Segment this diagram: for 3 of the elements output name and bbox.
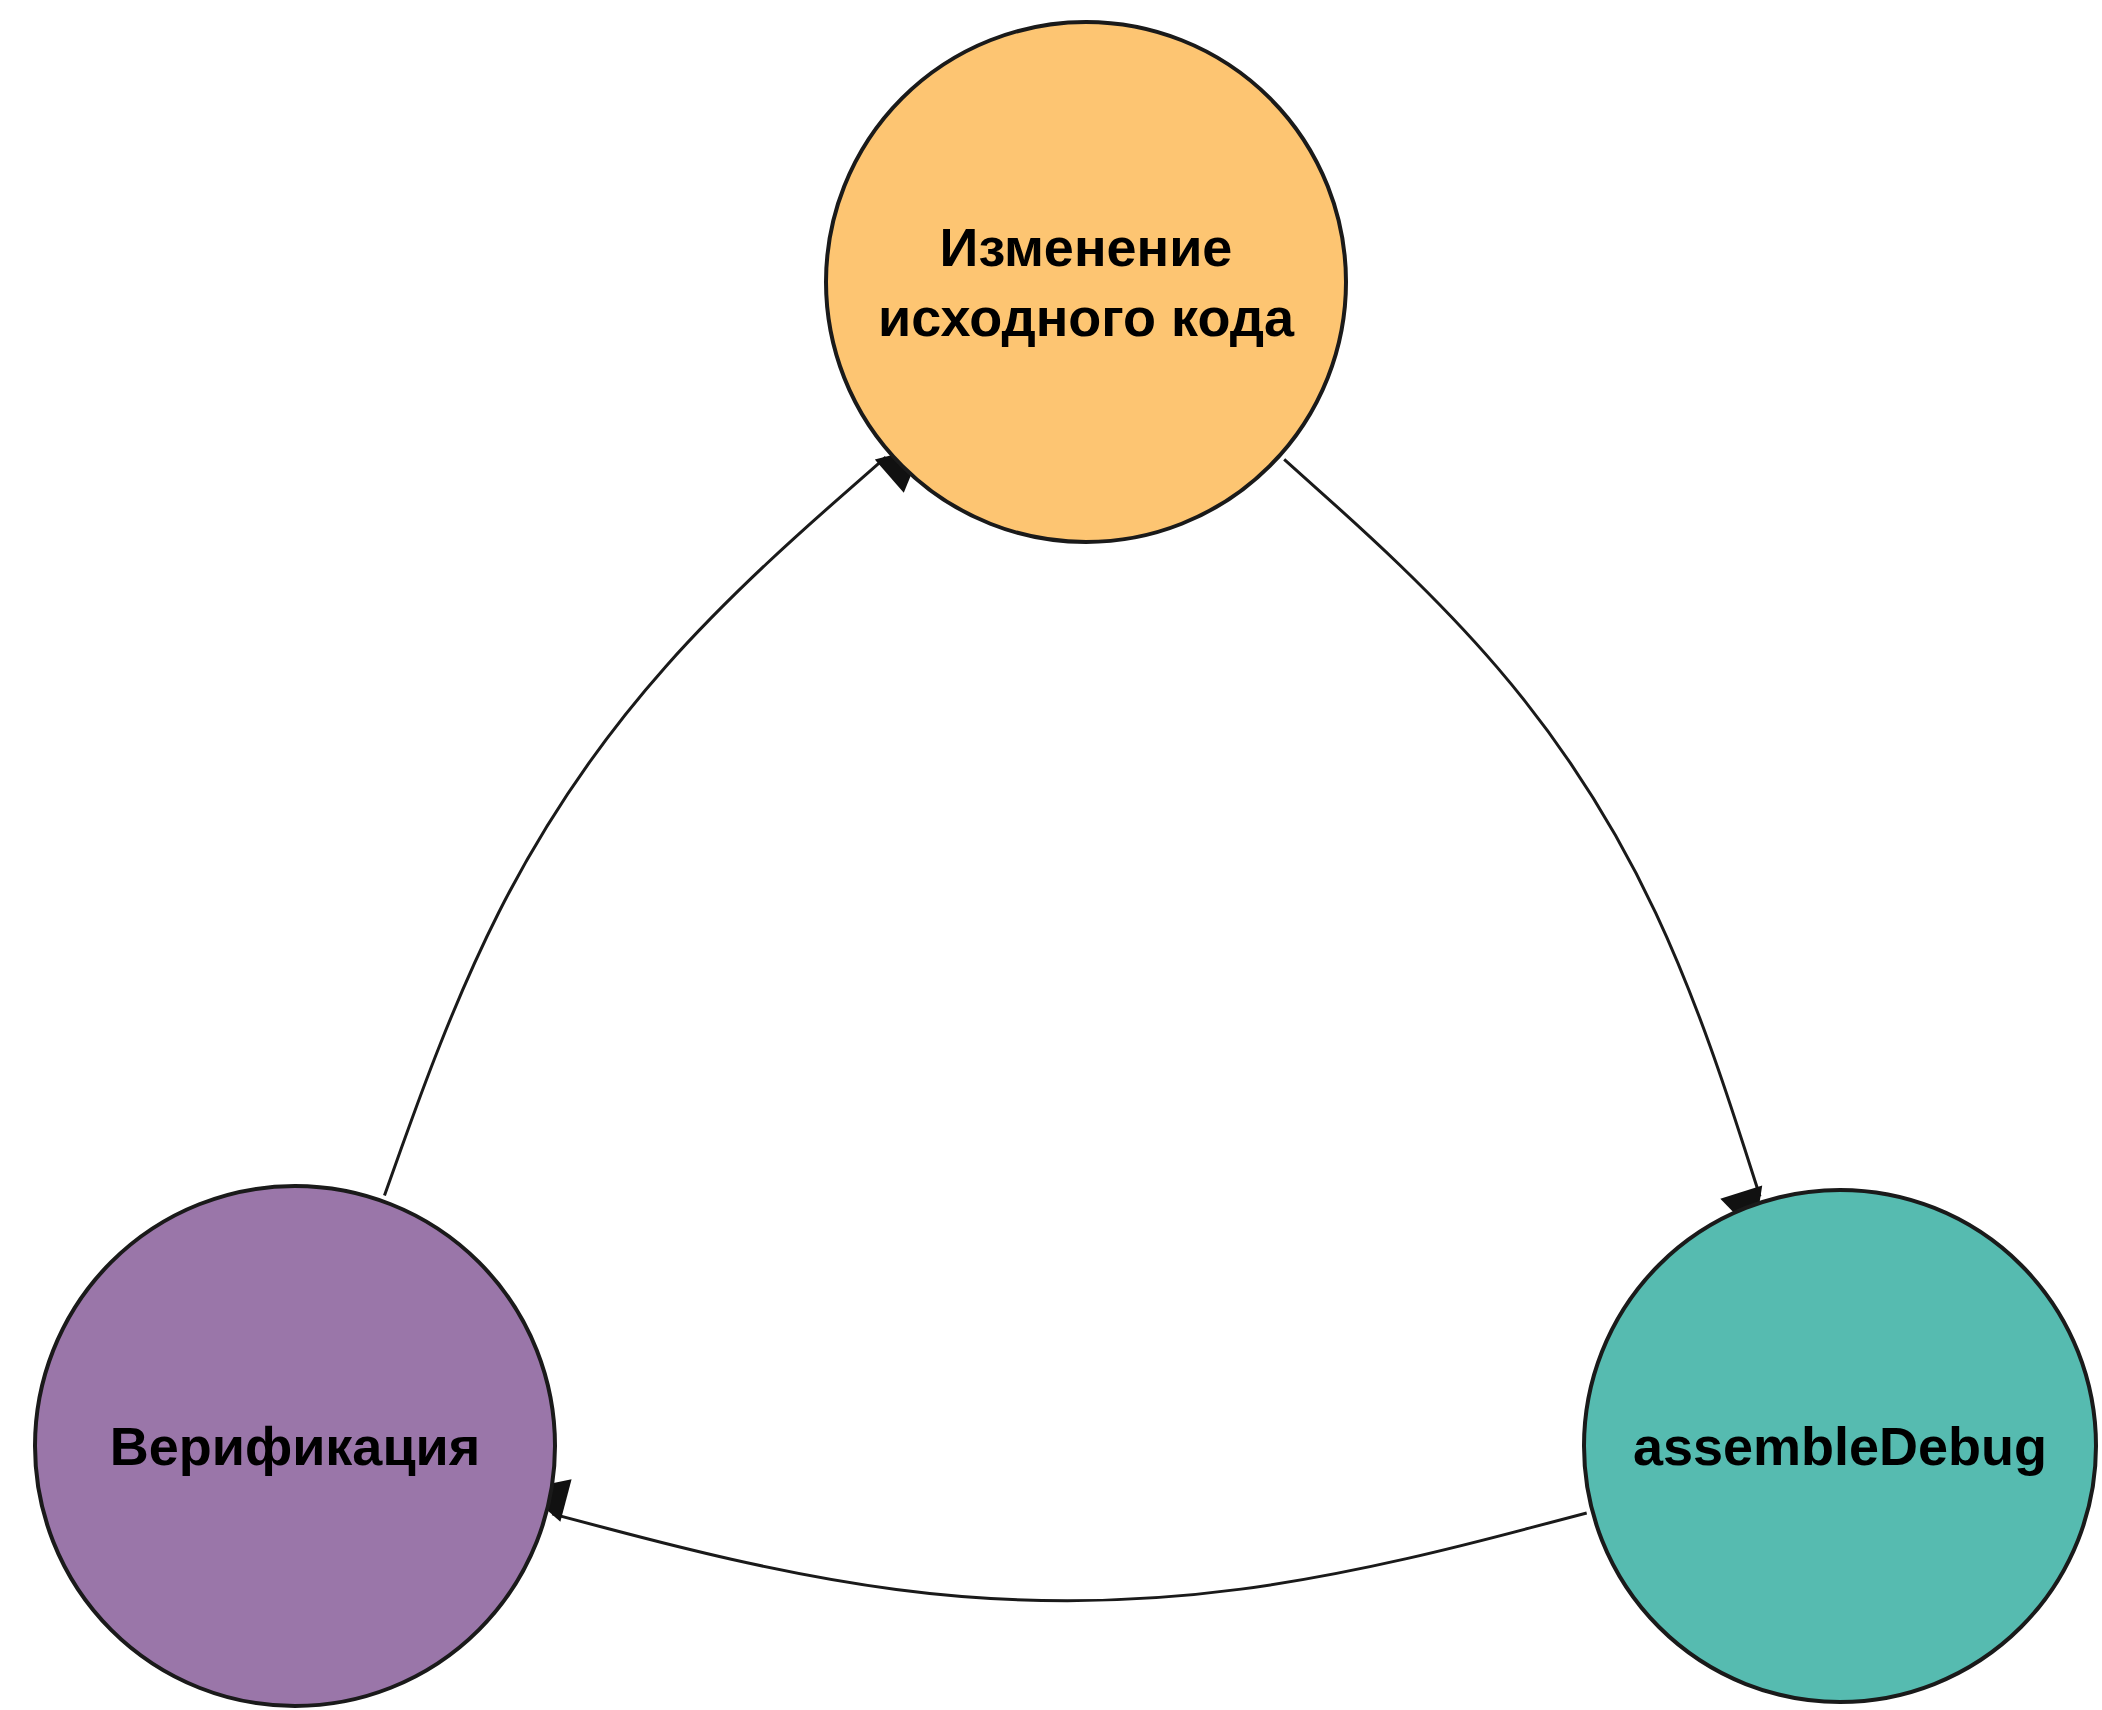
node-label: Изменение исходного кода xyxy=(877,215,1296,349)
node-label: assembleDebug xyxy=(1631,1414,2049,1478)
node-label: Верификация xyxy=(108,1414,482,1478)
